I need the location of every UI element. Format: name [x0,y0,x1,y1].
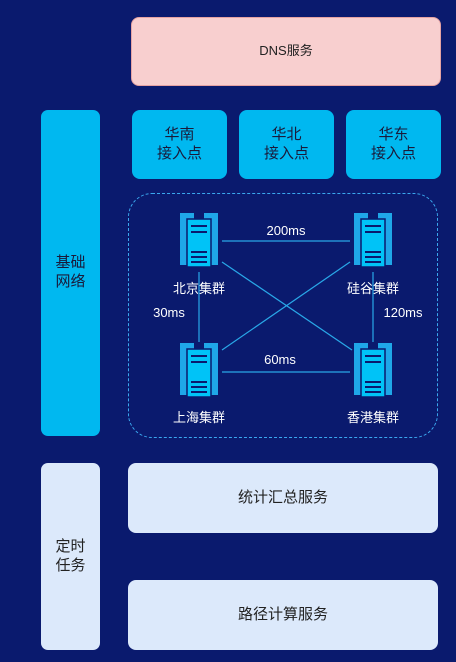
latency-guigu-hongkong: 120ms [383,305,423,320]
dns-service-label: DNS服务 [259,43,313,59]
server-rack-icon [354,343,392,398]
access-point-suffix: 接入点 [156,144,202,162]
access-point-region: 华北 [271,125,302,143]
cluster-label-shanghai: 上海集群 [172,410,226,425]
basic-network-label-box: 基础 网络 [41,110,100,436]
access-point-region: 华南 [164,125,195,143]
latency-beijing-guigu: 200ms [266,223,306,238]
access-point-suffix: 接入点 [370,144,416,162]
path-compute-service-label: 路径计算服务 [237,605,328,623]
latency-beijing-shanghai: 30ms [153,305,185,320]
server-rack-icon [354,213,392,268]
scheduled-task-label-box: 定时 任务 [41,463,100,650]
cluster-network-area [128,193,438,438]
access-point-suffix: 接入点 [263,144,309,162]
latency-shanghai-hongkong: 60ms [264,352,296,367]
basic-network-label-line1: 基础 [55,254,86,272]
path-compute-service-box: 路径计算服务 [128,580,438,650]
cluster-label-beijing: 北京集群 [172,281,226,296]
server-rack-icon [180,213,218,268]
stats-summary-service-box: 统计汇总服务 [128,463,438,533]
access-point-south-china: 华南 接入点 [132,110,227,179]
server-rack-icon [180,343,218,398]
dns-service-box: DNS服务 [131,17,441,86]
access-point-east-china: 华东 接入点 [346,110,441,179]
link-guigu-shanghai [221,261,351,351]
cluster-label-hongkong: 香港集群 [346,410,400,425]
scheduled-task-label-line2: 任务 [55,556,86,574]
access-point-region: 华东 [378,125,409,143]
access-point-north-china: 华北 接入点 [239,110,334,179]
basic-network-label-line2: 网络 [55,273,86,290]
cluster-label-guigu: 硅谷集群 [346,281,400,296]
scheduled-task-label-line1: 定时 [55,537,86,555]
stats-summary-service-label: 统计汇总服务 [237,488,328,506]
